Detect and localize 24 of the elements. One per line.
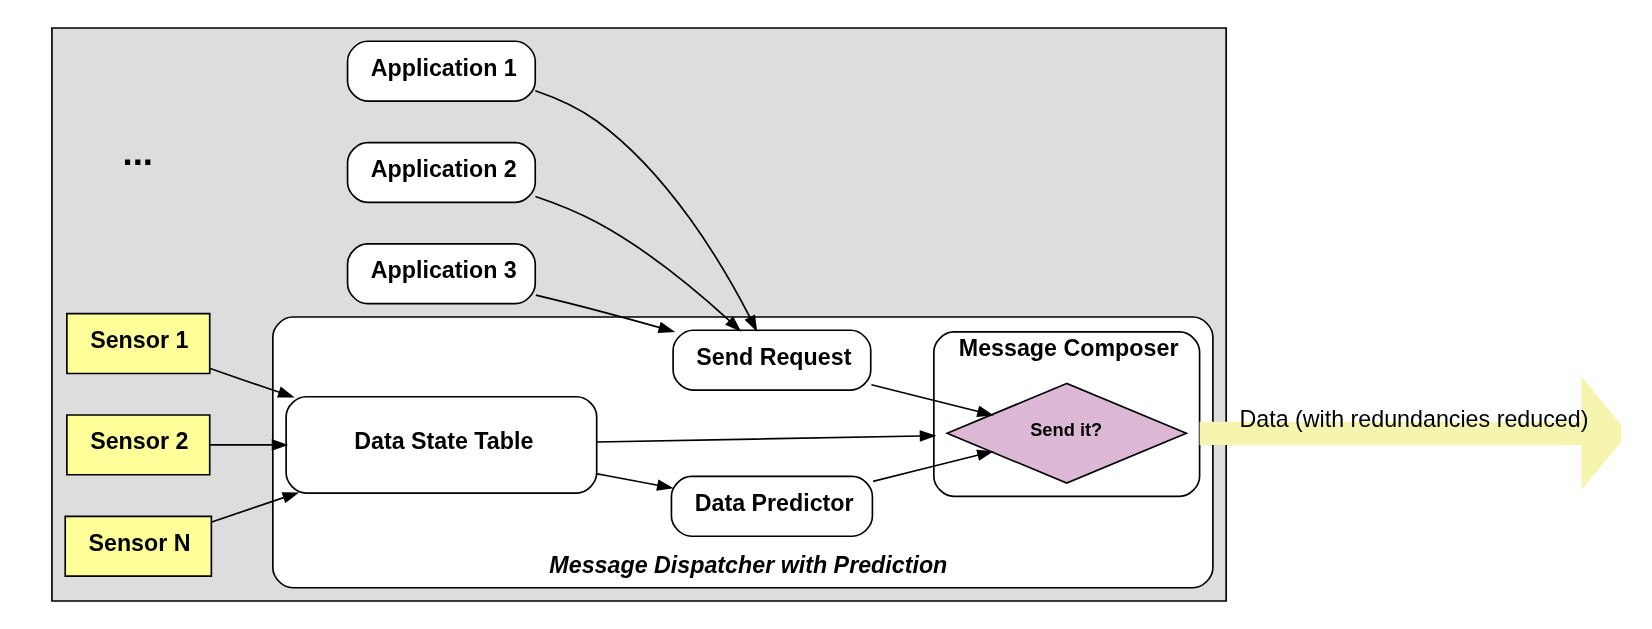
node-box: Sensor 1: [65, 312, 211, 375]
arrow: [534, 89, 757, 332]
arrow: [595, 473, 674, 491]
arrow: [1199, 376, 1621, 491]
node-box: Application 1: [346, 40, 536, 102]
arrow: [534, 294, 675, 334]
arrow: [210, 492, 299, 523]
arrow: [870, 383, 994, 417]
edge-label: Data (with redundancies reduced): [1238, 405, 1588, 432]
node-box: Data Predictor: [670, 475, 873, 538]
node-box: Application 3: [346, 243, 536, 305]
node-box: Data State Table: [284, 395, 598, 494]
node-box: Send Request: [671, 329, 872, 391]
arrow: [534, 195, 741, 332]
arrow: [208, 439, 288, 451]
node-diamond: Send it?: [944, 382, 1188, 484]
node-box: Sensor 2: [65, 414, 211, 476]
node-box: Sensor N: [63, 515, 212, 577]
cluster: [50, 27, 1227, 602]
arrow: [871, 449, 994, 483]
arrow: [208, 367, 295, 398]
arrow: [595, 430, 936, 443]
label: ...: [122, 132, 153, 174]
node-box: Application 2: [346, 141, 536, 204]
